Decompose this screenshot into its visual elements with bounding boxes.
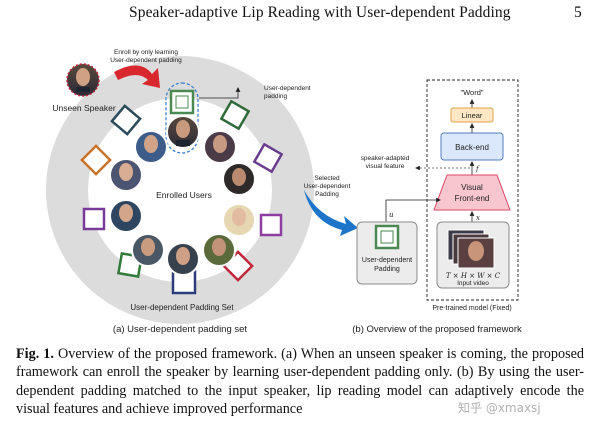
enroll-label-line2: User-dependent padding bbox=[110, 57, 182, 64]
padding-square bbox=[82, 207, 106, 231]
padding-box-square bbox=[374, 224, 400, 250]
unseen-speaker bbox=[66, 63, 100, 97]
caption-text: Overview of the proposed framework. (a) … bbox=[16, 346, 584, 417]
padding-square-top bbox=[169, 89, 195, 115]
padding-set-label: User-dependent Padding Set bbox=[130, 303, 234, 312]
enrolled-user-face bbox=[166, 115, 200, 149]
figure-1: Enrolled Users Unseen Speaker Enroll by … bbox=[46, 49, 522, 335]
enrolled-user-face bbox=[222, 203, 256, 237]
padding-square bbox=[252, 142, 284, 174]
enrolled-user-face bbox=[131, 233, 165, 267]
padding-callout-line2: padding bbox=[264, 93, 288, 100]
selected-padding-arrow: Selected User-dependent Padding bbox=[304, 175, 358, 236]
enrolled-user-face bbox=[166, 242, 200, 276]
selected-label-line3: Padding bbox=[315, 191, 339, 198]
unseen-speaker-label: Unseen Speaker bbox=[52, 103, 115, 113]
watermark: 知乎 @xmaxsj bbox=[458, 401, 541, 415]
panel-b: "Word" Linear Back-end f Visual Front-en… bbox=[352, 79, 522, 335]
enroll-arrow bbox=[114, 65, 160, 88]
padding-square bbox=[110, 104, 142, 136]
enrolled-user-face bbox=[109, 199, 143, 233]
video-frames bbox=[447, 229, 495, 269]
enrolled-users-label: Enrolled Users bbox=[156, 190, 212, 200]
backend-label: Back-end bbox=[455, 143, 489, 152]
running-title: Speaker-adaptive Lip Reading with User-d… bbox=[129, 4, 511, 21]
visual-frontend-block bbox=[433, 174, 511, 211]
enrolled-user-face bbox=[202, 233, 236, 267]
u-symbol: u bbox=[389, 211, 394, 219]
padding-square bbox=[259, 213, 283, 237]
panel-b-caption: (b) Overview of the proposed framework bbox=[352, 324, 522, 335]
backend-block bbox=[440, 132, 504, 161]
selected-label-line1: Selected bbox=[314, 175, 340, 182]
u-connection bbox=[385, 197, 441, 222]
figure-caption: Fig. 1. Overview of the proposed framewo… bbox=[16, 345, 584, 418]
padding-callout-line bbox=[199, 87, 241, 99]
page-number: 5 bbox=[574, 4, 582, 21]
enrolled-user-face bbox=[203, 130, 237, 164]
input-video-label: Input video bbox=[457, 280, 489, 287]
panel-a-caption: (a) User-dependent padding set bbox=[113, 324, 248, 335]
caption-label: Fig. 1. bbox=[16, 346, 54, 362]
speaker-adapted-line1: speaker-adapted bbox=[361, 155, 410, 162]
linear-label: Linear bbox=[462, 111, 483, 120]
selected-label-line2: User-dependent bbox=[304, 183, 351, 190]
x-symbol: x bbox=[476, 214, 480, 222]
pretrained-label: Pre-trained model (Fixed) bbox=[432, 305, 511, 312]
padding-box bbox=[356, 221, 418, 285]
frontend-line2: Front-end bbox=[455, 194, 490, 203]
dims-label: T × H × W × C bbox=[446, 272, 501, 280]
padding-callout-line1: User-dependent bbox=[264, 85, 311, 92]
frontend-line1: Visual bbox=[461, 183, 483, 192]
enrolled-user-face bbox=[109, 158, 143, 192]
padding-box-line2: Padding bbox=[374, 266, 400, 273]
padding-square bbox=[80, 144, 112, 176]
enroll-label-line1: Enroll by only learning bbox=[114, 49, 178, 56]
page-header: Speaker-adaptive Lip Reading with User-d… bbox=[0, 4, 600, 24]
enrolled-user-face bbox=[134, 130, 168, 164]
word-label: "Word" bbox=[460, 88, 483, 97]
f-symbol: f bbox=[475, 165, 480, 173]
selected-padding-highlight bbox=[165, 82, 199, 154]
pretrained-model-frame bbox=[426, 79, 519, 301]
padding-square bbox=[219, 99, 251, 131]
padding-box-line1: User-dependent bbox=[362, 257, 412, 264]
linear-block bbox=[450, 107, 494, 123]
panel-a: Enrolled Users Unseen Speaker Enroll by … bbox=[46, 49, 314, 335]
enrolled-user-face bbox=[222, 162, 256, 196]
enrolled-user-faces bbox=[109, 115, 256, 276]
speaker-adapted-line2: visual feature bbox=[366, 163, 405, 170]
padding-squares bbox=[80, 89, 284, 295]
